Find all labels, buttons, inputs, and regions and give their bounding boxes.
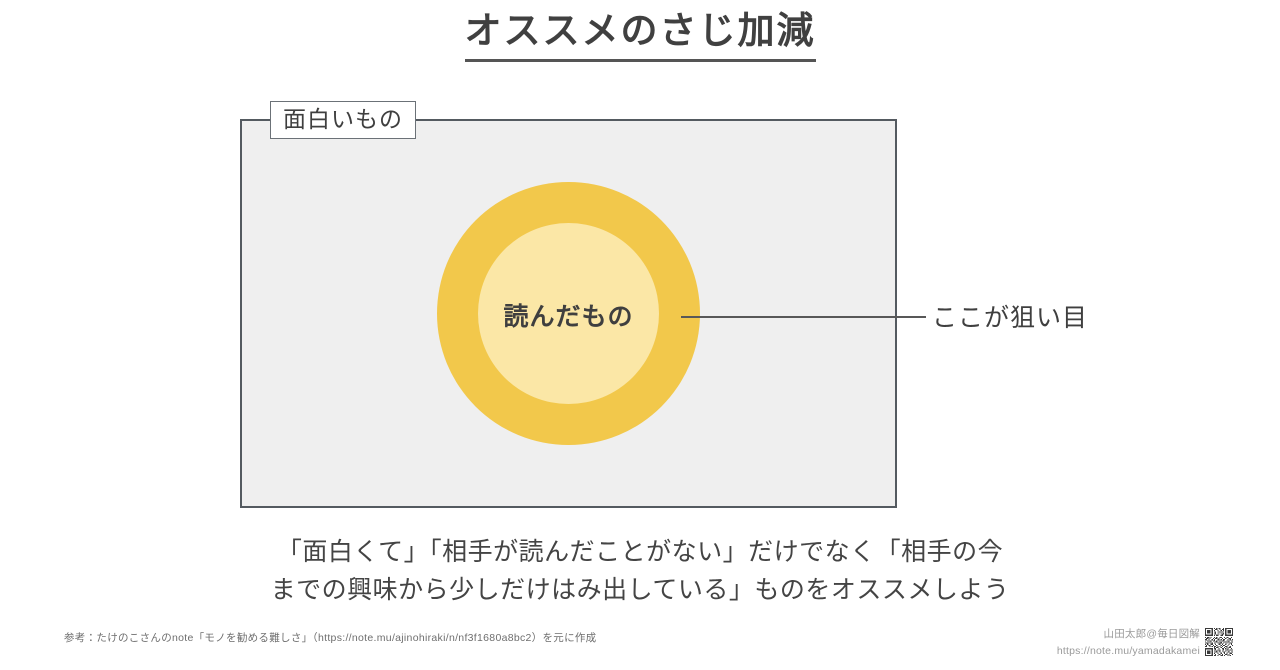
callout-leader-line [681,316,926,318]
page-title-text: オススメのさじ加減 [464,8,816,63]
footer-credit-url: https://note.mu/yamadakamei [1056,645,1200,658]
qr-code-icon [1205,628,1233,656]
inner-circle: 読んだもの [478,223,659,404]
caption-line-2: までの興味から少しだけはみ出している」ものをオススメしよう [270,576,1010,604]
callout-label: ここが狙い目 [932,304,1089,332]
caption: 「面白くて」「相手が読んだことがない」だけでなく「相手の今 までの興味から少しだ… [0,533,1280,609]
outer-set-label: 面白いもの [270,101,416,140]
page-title: オススメのさじ加減 [0,8,1280,63]
footer-credit: 山田太郎@毎日図解 https://note.mu/yamadakamei [1057,626,1200,661]
footer-reference: 参考：たけのこさんのnote「モノを勧める難しさ」（https://note.m… [64,632,597,644]
footer-credit-name: 山田太郎@毎日図解 [1103,628,1200,640]
caption-line-1: 「面白くて」「相手が読んだことがない」だけでなく「相手の今 [276,538,1004,566]
inner-circle-label: 読んだもの [503,302,634,331]
